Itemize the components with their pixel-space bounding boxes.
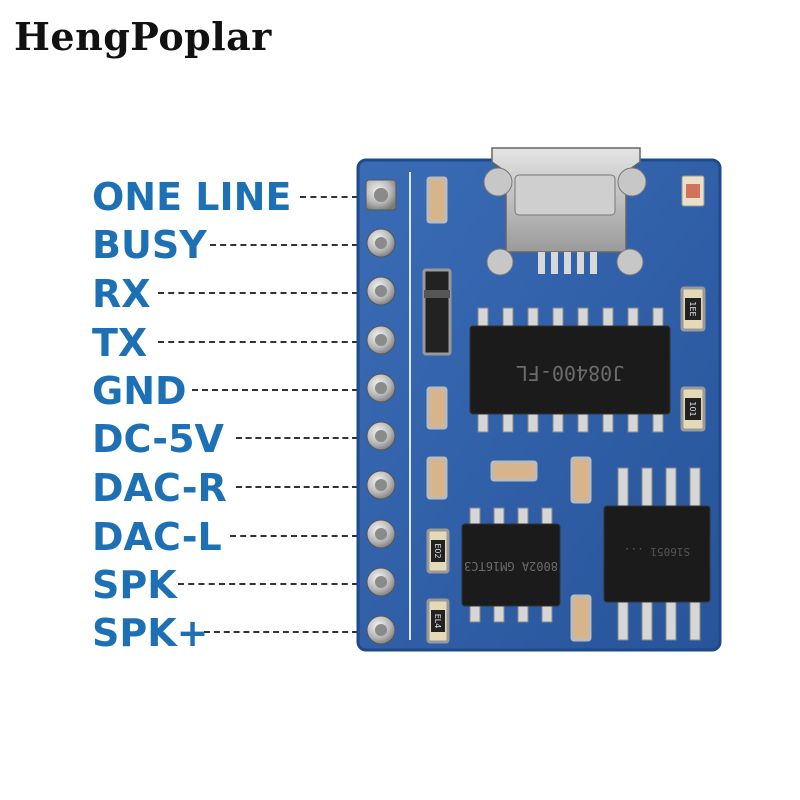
header-pins — [365, 179, 397, 645]
pin-label-busy: BUSY — [92, 223, 207, 267]
svg-text:101: 101 — [688, 401, 697, 416]
pin-label-spk: SPK — [92, 563, 177, 607]
capacitor-c4 — [490, 460, 538, 482]
leader-line-spk-plus — [204, 631, 358, 633]
leader-line-dc-5v — [236, 437, 358, 439]
capacitor-c1 — [426, 176, 448, 224]
amplifier-chip-marking: 8002A GM16TC3 — [464, 559, 558, 573]
pin-round-pads — [366, 228, 396, 645]
pin-label-dc-5v: DC-5V — [92, 417, 224, 461]
flash-chip-marking: S16051 ... — [624, 545, 690, 558]
pin-hole — [374, 188, 388, 202]
resistor-r4: EL4 — [426, 598, 450, 644]
leader-line-spk — [178, 583, 358, 585]
pin-label-spk-plus: SPK+ — [92, 611, 209, 655]
micro-usb-connector — [483, 147, 647, 276]
leader-line-one-line — [300, 196, 358, 198]
svg-text:E02: E02 — [433, 543, 442, 558]
pin-label-dac-l: DAC-L — [92, 515, 222, 559]
svg-text:EL4: EL4 — [433, 614, 442, 629]
leader-line-tx — [158, 341, 358, 343]
leader-line-dac-l — [230, 535, 358, 537]
pin-label-one-line: ONE LINE — [92, 175, 292, 219]
diode — [422, 268, 452, 356]
capacitor-c2 — [426, 386, 448, 430]
resistor-r1: 1EE — [680, 286, 706, 332]
flash-chip: S16051 ... — [603, 467, 711, 641]
pin-label-rx: RX — [92, 272, 151, 316]
main-chip: J08400-FL — [469, 307, 671, 433]
amplifier-chip: 8002A GM16TC3 — [461, 507, 561, 623]
pin-label-gnd: GND — [92, 369, 187, 413]
leader-line-dac-r — [236, 486, 358, 488]
capacitor-c6 — [570, 594, 592, 642]
pin-label-tx: TX — [92, 321, 148, 365]
capacitor-c3 — [426, 456, 448, 500]
resistor-r3: E02 — [426, 528, 450, 574]
main-chip-marking: J08400-FL — [516, 361, 624, 385]
leader-line-rx — [158, 292, 358, 294]
capacitor-c5 — [570, 456, 592, 504]
leader-line-gnd — [192, 389, 358, 391]
brand-logo-text: HengPoplar — [14, 14, 272, 59]
pin-label-dac-r: DAC-R — [92, 466, 227, 510]
resistor-r2: 101 — [680, 386, 706, 432]
svg-text:1EE: 1EE — [688, 301, 697, 316]
leader-line-busy — [210, 244, 358, 246]
